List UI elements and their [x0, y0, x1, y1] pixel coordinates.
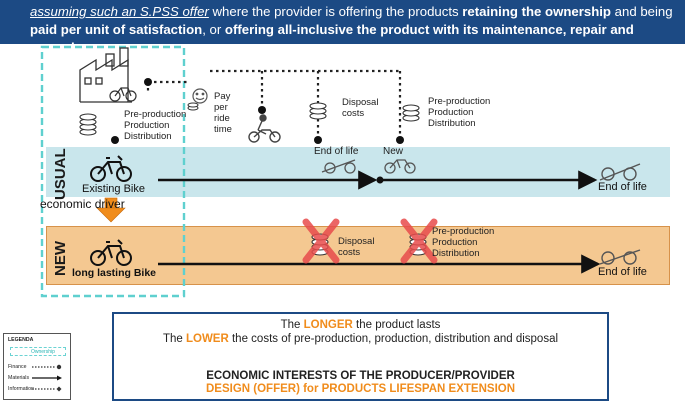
pre-production-label-2: Pre-production Production Distribution	[428, 96, 491, 129]
end-of-life-usual-label: End of life	[598, 181, 647, 193]
header-ownership: retaining the ownership	[462, 4, 611, 19]
broken-bike-icon	[599, 249, 641, 265]
disposal-costs-new-label: Disposal costs	[338, 236, 375, 258]
info-node	[258, 106, 266, 114]
header-paid: paid per unit of satisfaction	[30, 22, 203, 37]
usual-row-label: USUAL	[52, 148, 69, 200]
broken-bike-icon	[321, 159, 356, 174]
ownership-frame	[40, 45, 186, 298]
existing-bike-icon	[90, 155, 132, 182]
new-row-band	[46, 226, 670, 285]
conclusion-line-3: ECONOMIC INTERESTS OF THE PRODUCER/PROVI…	[206, 370, 515, 382]
new-bike-icon	[384, 159, 416, 174]
legend-information: Information	[8, 386, 34, 392]
header-assumption: assuming such an S.PSS offer	[30, 4, 209, 19]
conclusion-box: The LONGER the product lasts The LOWER t…	[112, 312, 609, 401]
end-of-life-new-label: End of life	[598, 266, 647, 278]
info-node	[111, 136, 119, 144]
info-node	[144, 78, 152, 86]
coin-stack-icon	[187, 102, 199, 111]
header-banner: assuming such an S.PSS offer where the p…	[0, 0, 685, 55]
header-text: , or	[202, 22, 225, 37]
new-top-label: New	[383, 146, 404, 157]
crossed-coin-stack-icon	[400, 218, 438, 264]
pay-per-ride-label: Pay per ride time	[214, 91, 232, 135]
header-line-2: paid per unit of satisfaction, or offeri…	[30, 21, 675, 57]
new-row-label: NEW	[52, 241, 69, 276]
pre-production-new-label: Pre-production Production Distribution	[432, 226, 495, 259]
coin-stack-icon	[402, 104, 420, 122]
conclusion-line-2: The LOWER the costs of pre-production, p…	[162, 333, 559, 345]
smiley-icon	[192, 88, 208, 104]
legend-finance: Finance	[8, 364, 27, 370]
usual-row-band	[46, 147, 670, 197]
header-line-1: assuming such an S.PSS offer where the p…	[30, 3, 675, 21]
legend: LEGENDA Ownership Finance Materials Info…	[3, 333, 71, 400]
conclusion-line-1: The LONGER the product lasts	[280, 319, 441, 331]
existing-bike-label: Existing Bike	[82, 183, 145, 195]
coin-stack-icon	[79, 113, 97, 136]
long-lasting-bike-label: long lasting Bike	[72, 267, 157, 279]
bike-icon	[109, 87, 137, 102]
conclusion-line-4: DESIGN (OFFER) for PRODUCTS LIFESPAN EXT…	[205, 383, 516, 395]
legend-title: LEGENDA	[8, 337, 34, 343]
rider-icon	[248, 114, 281, 143]
legend-ownership: Ownership	[10, 347, 66, 356]
end-of-life-top-label: End of life	[314, 146, 359, 157]
info-node	[314, 136, 322, 144]
legend-materials: Materials	[8, 375, 30, 381]
economic-driver-label: economic driver	[40, 197, 125, 211]
disposal-costs-label: Disposal costs	[342, 97, 379, 119]
legend-symbols	[32, 364, 62, 392]
crossed-coin-stack-icon	[302, 218, 340, 264]
coin-stack-icon	[309, 102, 327, 120]
info-node	[396, 136, 404, 144]
long-lasting-bike-icon	[90, 239, 132, 266]
pre-production-label: Pre-production Production Distribution	[124, 109, 187, 142]
header-text: where the provider is offering the produ…	[208, 4, 463, 19]
header-text: and being	[611, 4, 673, 19]
broken-bike-icon	[599, 163, 641, 181]
factory-icon	[79, 47, 132, 103]
economic-driver-arrow	[96, 197, 126, 223]
